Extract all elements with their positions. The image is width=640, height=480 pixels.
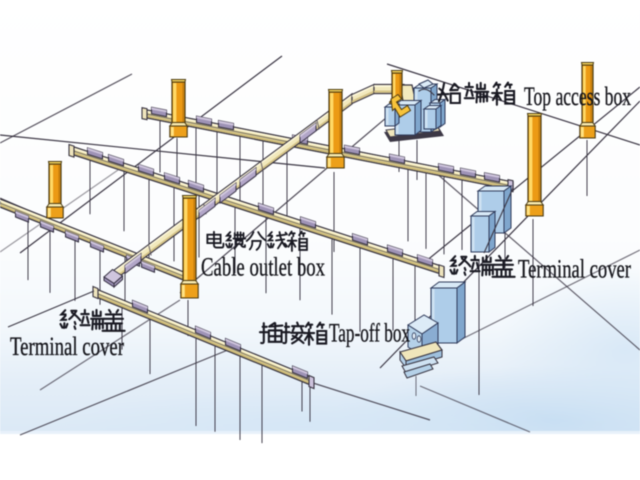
svg-text:Top access box: Top access box: [524, 82, 631, 111]
svg-text:Tap-off box: Tap-off box: [329, 319, 410, 348]
svg-text:Terminal cover: Terminal cover: [10, 332, 124, 361]
svg-text:Cable outlet box: Cable outlet box: [201, 253, 325, 282]
svg-text:Terminal cover: Terminal cover: [518, 255, 631, 284]
